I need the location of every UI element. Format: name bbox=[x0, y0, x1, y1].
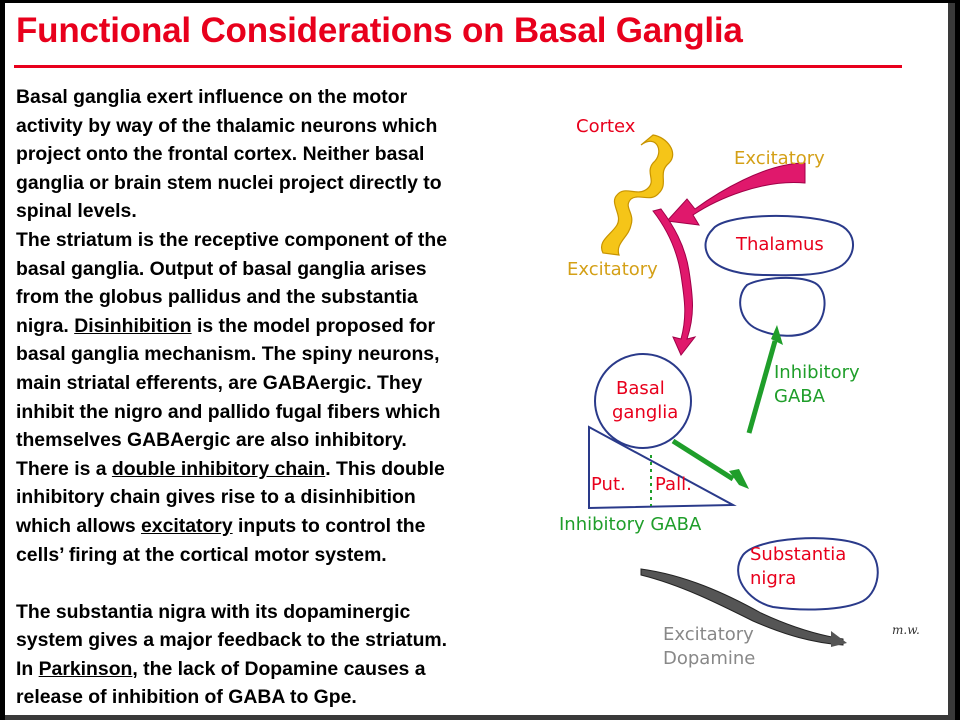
text-line: cells’ firing at the cortical motor syst… bbox=[16, 543, 387, 566]
text-segment: nigra. bbox=[16, 314, 75, 337]
text-line: project onto the frontal cortex. Neither… bbox=[16, 143, 425, 166]
text-line: basal ganglia mechanism. The spiny neuro… bbox=[16, 343, 440, 366]
label-cortex: Cortex bbox=[576, 116, 636, 137]
text-line: system gives a major feedback to the str… bbox=[16, 629, 448, 652]
label-excitatory-left: Excitatory bbox=[567, 259, 658, 280]
label-excitatory-top: Excitatory bbox=[734, 148, 825, 169]
slide-shadow-right bbox=[948, 3, 955, 719]
label-nigra: nigra bbox=[750, 568, 797, 589]
excitatory-arrow-top bbox=[665, 162, 806, 226]
inhibitory-arrow-output bbox=[671, 438, 735, 482]
label-ganglia: ganglia bbox=[612, 402, 679, 423]
label-excitatory-dopamine-2: Dopamine bbox=[663, 648, 756, 669]
text-line: inhibit the nigro and pallido fugal fibe… bbox=[16, 400, 441, 423]
cortex-ribbon bbox=[601, 134, 674, 256]
label-basal: Basal bbox=[616, 378, 665, 399]
text-line: activity by way of the thalamic neurons … bbox=[16, 114, 438, 137]
text-line: In Parkinson, the lack of Dopamine cause… bbox=[16, 655, 556, 684]
dopamine-arrowhead bbox=[831, 631, 847, 647]
basal-ganglia-outline bbox=[594, 353, 692, 449]
slide: Functional Considerations on Basal Gangl… bbox=[5, 3, 948, 715]
inhibitory-arrowhead-output bbox=[729, 469, 749, 489]
thalamic-nucleus-outline bbox=[739, 276, 826, 337]
text-line: nigra. Disinhibition is the model propos… bbox=[16, 312, 556, 341]
substantia-nigra-outline bbox=[737, 537, 879, 611]
text-segment: There is a bbox=[16, 457, 112, 480]
text-line: inhibitory chain gives rise to a disinhi… bbox=[16, 486, 416, 509]
inhibitory-arrowhead-thalamus bbox=[771, 325, 783, 345]
label-inhibitory-bottom: Inhibitory GABA bbox=[559, 514, 702, 535]
text-line: from the globus pallidus and the substan… bbox=[16, 286, 418, 309]
text-segment: which allows bbox=[16, 514, 141, 537]
signature: m.w. bbox=[892, 623, 920, 637]
text-line: basal ganglia. Output of basal ganglia a… bbox=[16, 257, 427, 280]
text-line: which allows excitatory inputs to contro… bbox=[16, 512, 556, 541]
title-underline-rule bbox=[14, 65, 902, 68]
body-text: Basal ganglia exert influence on the mot… bbox=[16, 83, 556, 712]
term-parkinson: Parkinson bbox=[38, 657, 133, 680]
text-segment: . This double bbox=[325, 457, 445, 480]
text-segment: , the lack of Dopamine causes a bbox=[132, 657, 426, 680]
text-line: The striatum is the receptive component … bbox=[16, 228, 447, 251]
label-put: Put. bbox=[591, 474, 626, 495]
excitatory-arrow-left bbox=[652, 208, 697, 356]
thalamus-outline bbox=[704, 214, 854, 277]
term-excitatory: excitatory bbox=[141, 514, 233, 537]
dopamine-arrow bbox=[640, 568, 844, 646]
label-pall: Pall. bbox=[655, 474, 692, 495]
text-line: themselves GABAergic are also inhibitory… bbox=[16, 429, 407, 452]
label-thalamus: Thalamus bbox=[736, 234, 824, 255]
text-line: main striatal efferents, are GABAergic. … bbox=[16, 371, 423, 394]
term-disinhibition: Disinhibition bbox=[74, 314, 192, 337]
text-line: Basal ganglia exert influence on the mot… bbox=[16, 86, 408, 108]
label-excitatory-dopamine-1: Excitatory bbox=[663, 624, 754, 645]
slide-shadow-bottom bbox=[5, 715, 955, 720]
text-line: The substantia nigra with its dopaminerg… bbox=[16, 600, 411, 623]
blank-line bbox=[16, 569, 556, 598]
text-segment: In bbox=[16, 657, 39, 680]
text-segment: is the model proposed for bbox=[191, 314, 436, 337]
label-substantia: Substantia bbox=[750, 544, 847, 565]
text-line: release of inhibition of GABA to Gpe. bbox=[16, 686, 357, 709]
text-line: ganglia or brain stem nuclei project dir… bbox=[16, 171, 442, 194]
basal-ganglia-diagram bbox=[588, 134, 879, 647]
term-double-inhibitory-chain: double inhibitory chain bbox=[111, 457, 326, 480]
putamen-pallidum-triangle bbox=[588, 425, 737, 510]
label-inhibitory-right-1: Inhibitory bbox=[774, 362, 860, 383]
text-line: spinal levels. bbox=[16, 200, 137, 223]
slide-title: Functional Considerations on Basal Gangl… bbox=[16, 11, 743, 50]
inhibitory-arrow-thalamus bbox=[746, 340, 778, 434]
text-line: There is a double inhibitory chain. This… bbox=[16, 455, 556, 484]
label-inhibitory-right-2: GABA bbox=[774, 386, 825, 407]
text-segment: inputs to control the bbox=[232, 514, 426, 537]
